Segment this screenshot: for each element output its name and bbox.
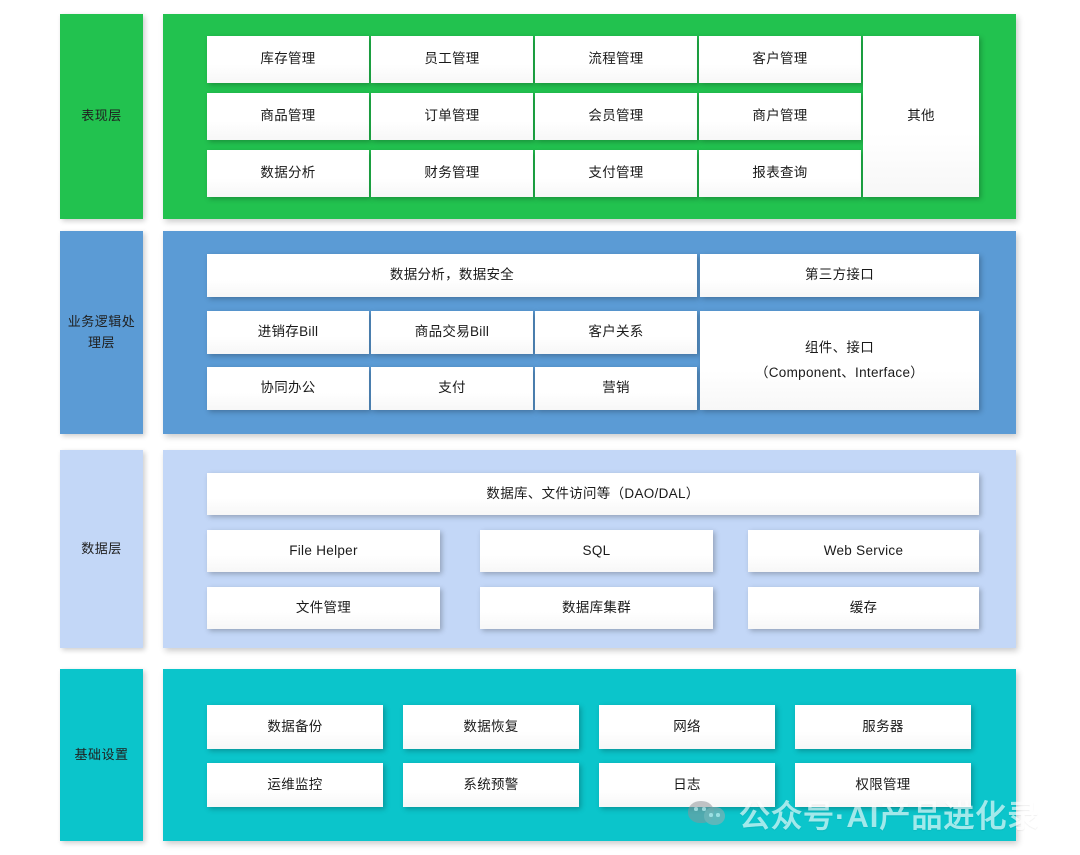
card-web-service[interactable]: Web Service	[748, 530, 979, 572]
card-employee-management[interactable]: 员工管理	[371, 36, 533, 83]
card-label: Web Service	[823, 542, 904, 558]
card-label: 商品交易Bill	[414, 324, 490, 340]
layer-label-infrastructure: 基础设置	[60, 669, 143, 841]
card-label: 权限管理	[855, 776, 911, 792]
card-network[interactable]: 网络	[599, 705, 775, 749]
card-label: 组件、接口	[805, 340, 874, 356]
card-label: 流程管理	[588, 51, 644, 67]
card-label: 第三方接口	[805, 267, 874, 283]
card-collaborative-office[interactable]: 协同办公	[207, 367, 369, 410]
card-label: 支付管理	[588, 165, 644, 181]
card-customer-management[interactable]: 客户管理	[699, 36, 861, 83]
card-label: 数据库、文件访问等（DAO/DAL）	[486, 485, 700, 501]
card-label: 运维监控	[267, 776, 323, 792]
card-product-management[interactable]: 商品管理	[207, 93, 369, 140]
card-process-management[interactable]: 流程管理	[535, 36, 697, 83]
card-ops-monitoring[interactable]: 运维监控	[207, 763, 383, 807]
card-merchant-management[interactable]: 商户管理	[699, 93, 861, 140]
card-payment[interactable]: 支付	[371, 367, 533, 410]
card-dao-dal[interactable]: 数据库、文件访问等（DAO/DAL）	[207, 473, 979, 515]
card-label: 服务器	[862, 718, 904, 734]
card-label: 数据分析	[260, 165, 316, 181]
layer-band-infrastructure: 数据备份 数据恢复 网络 服务器 运维监控 系统预警 日志 权限管理	[163, 669, 1016, 841]
card-cache[interactable]: 缓存	[748, 587, 979, 629]
layer-label-presentation: 表现层	[60, 14, 143, 219]
layer-presentation: 表现层 库存管理 员工管理 流程管理 客户管理 商品管理 订单管理 会员管理 商…	[0, 14, 1080, 219]
card-label: SQL	[582, 542, 611, 558]
layer-band-business: 数据分析，数据安全 第三方接口 进销存Bill 商品交易Bill 客户关系 协同…	[163, 231, 1016, 434]
layer-label-text: 表现层	[81, 108, 122, 124]
card-permission-management[interactable]: 权限管理	[795, 763, 971, 807]
card-label: 报表查询	[752, 165, 808, 181]
card-payment-management[interactable]: 支付管理	[535, 150, 697, 197]
card-finance-management[interactable]: 财务管理	[371, 150, 533, 197]
card-label: 商户管理	[752, 108, 808, 124]
card-label: 协同办公	[260, 380, 316, 396]
card-third-party-interface[interactable]: 第三方接口	[700, 254, 979, 297]
card-file-management[interactable]: 文件管理	[207, 587, 440, 629]
card-label: 支付	[438, 380, 466, 396]
layer-infrastructure: 基础设置 数据备份 数据恢复 网络 服务器 运维监控 系统预警 日志 权限管理	[0, 669, 1080, 841]
layer-label-text: 业务逻辑处理层	[67, 314, 136, 350]
card-label: 进销存Bill	[257, 324, 319, 340]
card-file-helper[interactable]: File Helper	[207, 530, 440, 572]
card-label: File Helper	[289, 542, 358, 558]
card-label: 会员管理	[588, 108, 644, 124]
card-label: 数据备份	[267, 718, 323, 734]
card-label: 财务管理	[424, 165, 480, 181]
layer-label-business: 业务逻辑处理层	[60, 231, 143, 434]
card-data-backup[interactable]: 数据备份	[207, 705, 383, 749]
card-label: 日志	[673, 776, 701, 792]
layer-label-text: 数据层	[81, 540, 122, 556]
card-label: 员工管理	[424, 51, 480, 67]
layer-band-presentation: 库存管理 员工管理 流程管理 客户管理 商品管理 订单管理 会员管理 商户管理 …	[163, 14, 1016, 219]
card-label: 数据分析，数据安全	[389, 267, 515, 283]
card-label: 文件管理	[295, 599, 352, 615]
card-label: 客户关系	[588, 324, 644, 340]
card-data-analysis[interactable]: 数据分析	[207, 150, 369, 197]
card-label: 商品管理	[260, 108, 316, 124]
layer-business: 业务逻辑处理层 数据分析，数据安全 第三方接口 进销存Bill 商品交易Bill…	[0, 231, 1080, 434]
card-label: 系统预警	[463, 776, 519, 792]
card-inventory-management[interactable]: 库存管理	[207, 36, 369, 83]
card-product-transaction-bill[interactable]: 商品交易Bill	[371, 311, 533, 354]
card-member-management[interactable]: 会员管理	[535, 93, 697, 140]
card-label: 网络	[673, 718, 701, 734]
card-label: 客户管理	[752, 51, 808, 67]
card-label: 订单管理	[424, 108, 480, 124]
card-customer-relationship[interactable]: 客户关系	[535, 311, 697, 354]
card-erp-bill[interactable]: 进销存Bill	[207, 311, 369, 354]
card-database-cluster[interactable]: 数据库集群	[480, 587, 713, 629]
card-system-alert[interactable]: 系统预警	[403, 763, 579, 807]
card-label: 数据库集群	[562, 599, 631, 615]
card-label: 缓存	[849, 599, 878, 615]
card-sublabel: （Component、Interface）	[754, 364, 925, 380]
card-order-management[interactable]: 订单管理	[371, 93, 533, 140]
card-server[interactable]: 服务器	[795, 705, 971, 749]
layer-label-text: 基础设置	[74, 746, 129, 762]
card-marketing[interactable]: 营销	[535, 367, 697, 410]
card-label: 其他	[907, 108, 935, 124]
card-label: 数据恢复	[463, 718, 519, 734]
card-component-interface[interactable]: 组件、接口 （Component、Interface）	[700, 311, 979, 410]
card-data-analysis-security[interactable]: 数据分析，数据安全	[207, 254, 697, 297]
card-log[interactable]: 日志	[599, 763, 775, 807]
card-data-recovery[interactable]: 数据恢复	[403, 705, 579, 749]
card-label: 营销	[602, 380, 630, 396]
layer-label-data: 数据层	[60, 450, 143, 648]
card-label: 库存管理	[260, 51, 316, 67]
card-sql[interactable]: SQL	[480, 530, 713, 572]
card-report-query[interactable]: 报表查询	[699, 150, 861, 197]
card-other[interactable]: 其他	[863, 36, 979, 197]
layer-band-data: 数据库、文件访问等（DAO/DAL） File Helper SQL Web S…	[163, 450, 1016, 648]
layer-data: 数据层 数据库、文件访问等（DAO/DAL） File Helper SQL W…	[0, 450, 1080, 648]
